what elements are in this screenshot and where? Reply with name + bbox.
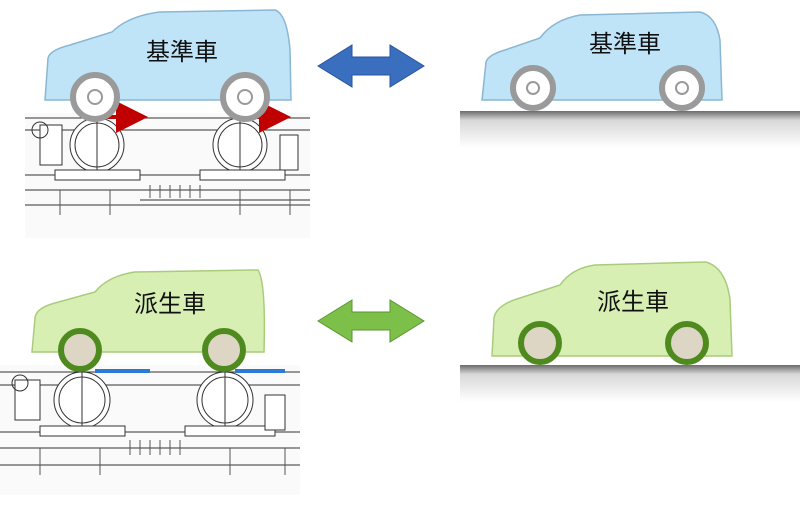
dyno-car-label-derived: 派生車 [134,290,206,318]
wheel-icon [220,72,270,122]
wheel-icon [202,328,246,372]
wheel-icon [58,328,102,372]
road-car-label-base: 基準車 [589,30,661,58]
wheel-icon [659,65,705,111]
wheel-icon [510,65,556,111]
double-arrow-icon [317,44,425,88]
dyno-equipment-derived [0,365,300,495]
road-surface-derived [460,365,800,402]
wheel-icon [518,321,562,365]
double-arrow-icon [317,299,425,343]
dyno-car-derived: 派生車 [31,269,266,372]
dyno-car-label-base: 基準車 [146,38,218,66]
road-car-base: 基準車 [481,11,723,111]
road-car-label-derived: 派生車 [597,288,669,316]
road-surface-base [460,111,800,148]
wheel-icon [70,72,120,122]
dyno-car-base: 基準車 [44,9,292,122]
wheel-icon [665,321,709,365]
dyno-equipment-base [25,113,310,238]
road-car-derived: 派生車 [491,261,733,365]
